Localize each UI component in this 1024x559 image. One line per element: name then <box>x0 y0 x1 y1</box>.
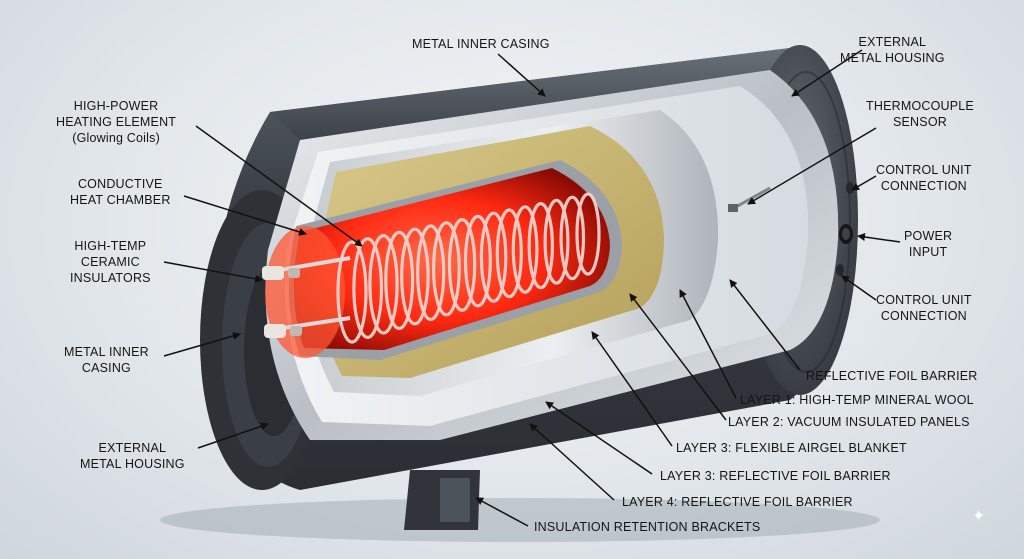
label-layer4: LAYER 4: REFLECTIVE FOIL BARRIER <box>622 494 853 510</box>
label-metal-inner-casing-left: METAL INNER CASING <box>64 344 149 376</box>
label-text: LAYER 2: VACUUM INSULATED PANELS <box>728 415 970 429</box>
label-insulation-retention-brackets: INSULATION RETENTION BRACKETS <box>534 519 760 535</box>
label-layer3-airgel: LAYER 3: FLEXIBLE AIRGEL BLANKET <box>676 440 907 456</box>
label-text: REFLECTIVE FOIL BARRIER <box>806 369 978 383</box>
label-text: LAYER 1: HIGH-TEMP MINERAL WOOL <box>740 393 974 407</box>
leader-heat-chamber <box>183 195 307 236</box>
label-line: SENSOR <box>892 115 947 129</box>
label-line: METAL HOUSING <box>80 457 185 471</box>
label-line: CONNECTION <box>880 179 967 193</box>
sparkle-icon: ✦ <box>972 508 986 525</box>
ceramic-insulator-upper <box>262 266 284 280</box>
leader-thermocouple <box>747 127 877 205</box>
chamber-front-glow <box>265 226 345 358</box>
label-line: HEATING ELEMENT <box>56 115 177 129</box>
coil-turn <box>384 230 415 330</box>
bracket-front-face <box>440 478 470 522</box>
coil-turn <box>336 240 368 344</box>
coil-turn <box>463 214 492 308</box>
leader-ceramic-insulators <box>163 261 263 283</box>
label-line: POWER <box>904 229 953 243</box>
label-external-metal-housing-top: EXTERNAL METAL HOUSING <box>840 34 945 66</box>
label-line: CONDUCTIVE <box>77 177 163 191</box>
label-control-unit-connection-2: CONTROL UNIT CONNECTION <box>876 292 972 324</box>
thermocouple-tip <box>728 204 738 212</box>
insulator-cap-upper <box>288 268 300 278</box>
label-text: INSULATION RETENTION BRACKETS <box>534 520 761 534</box>
label-line: (Glowing Coils) <box>72 131 160 145</box>
leader-lines <box>163 49 901 527</box>
label-layer3-foil: LAYER 3: REFLECTIVE FOIL BARRIER <box>660 468 891 484</box>
leader-metal-inner-casing-top <box>497 53 546 97</box>
coil-turn <box>400 227 430 326</box>
label-line: EXTERNAL <box>98 441 167 455</box>
floor-shadow <box>160 498 880 542</box>
label-control-unit-connection-1: CONTROL UNIT CONNECTION <box>876 162 972 194</box>
coil-turn <box>575 192 601 276</box>
power-socket-core <box>842 228 850 240</box>
label-high-temp-ceramic-insulators: HIGH-TEMP CERAMIC INSULATORS <box>70 238 151 286</box>
coil-turn <box>416 224 446 322</box>
label-line: CONTROL UNIT <box>876 163 972 177</box>
leader-metal-inner-casing-left <box>163 332 241 357</box>
insulator-cap-lower <box>290 326 302 336</box>
leader-layer3-airgel <box>591 331 673 447</box>
coil-turn <box>511 205 539 294</box>
coil-turn <box>527 202 555 290</box>
label-line: HEAT CHAMBER <box>70 193 171 207</box>
label-layer2: LAYER 2: VACUUM INSULATED PANELS <box>728 414 970 430</box>
label-text: METAL INNER CASING <box>412 37 550 51</box>
leader-control-unit-2 <box>841 275 877 301</box>
coil-turn <box>432 221 461 317</box>
label-layer1: LAYER 1: HIGH-TEMP MINERAL WOOL <box>740 392 974 408</box>
label-reflective-foil-barrier: REFLECTIVE FOIL BARRIER <box>806 368 978 384</box>
leader-layer1 <box>679 289 737 399</box>
label-text: LAYER 4: REFLECTIVE FOIL BARRIER <box>622 495 853 509</box>
label-conductive-heat-chamber: CONDUCTIVE HEAT CHAMBER <box>70 176 171 208</box>
label-line: CONTROL UNIT <box>876 293 972 307</box>
control-port-lower <box>836 264 844 276</box>
label-text: LAYER 3: FLEXIBLE AIRGEL BLANKET <box>676 441 907 455</box>
label-line: THERMOCOUPLE <box>866 99 974 113</box>
leader-heating-element <box>195 125 363 247</box>
coil-turn <box>559 195 586 281</box>
leader-brackets <box>475 497 529 527</box>
leader-external-housing-left <box>197 422 269 449</box>
label-line: CONNECTION <box>880 309 967 323</box>
coil-turn <box>447 217 477 312</box>
leader-external-housing-top <box>791 49 863 97</box>
heating-coil <box>336 192 601 344</box>
label-thermocouple-sensor: THERMOCOUPLE SENSOR <box>866 98 974 130</box>
leader-layer2 <box>629 293 727 421</box>
label-power-input: POWER INPUT <box>904 228 952 260</box>
label-external-metal-housing-left: EXTERNAL METAL HOUSING <box>80 440 185 472</box>
label-line: EXTERNAL <box>858 35 927 49</box>
label-metal-inner-casing-top: METAL INNER CASING <box>412 36 550 52</box>
label-line: INPUT <box>908 245 948 259</box>
coil-turn <box>543 198 570 285</box>
leader-power-input <box>857 233 901 243</box>
coil-turn <box>368 233 399 335</box>
label-line: HIGH-POWER <box>73 99 159 113</box>
label-line: INSULATORS <box>70 271 151 285</box>
leader-layer4 <box>529 423 615 501</box>
coil-turn <box>495 208 523 299</box>
coil-turn <box>352 237 384 340</box>
label-text: LAYER 3: REFLECTIVE FOIL BARRIER <box>660 469 891 483</box>
housing-top-band <box>270 48 800 140</box>
label-line: CERAMIC <box>80 255 140 269</box>
label-line: METAL INNER <box>64 345 149 359</box>
label-line: HIGH-TEMP <box>74 239 147 253</box>
ceramic-insulator-lower <box>264 324 286 338</box>
label-high-power-heating-element: HIGH-POWER HEATING ELEMENT (Glowing Coil… <box>56 98 176 146</box>
leader-reflective-foil <box>729 279 801 371</box>
coil-turn <box>479 211 508 303</box>
label-line: METAL HOUSING <box>840 51 945 65</box>
label-line: CASING <box>81 361 131 375</box>
leader-layer3-foil <box>545 401 653 475</box>
control-port-upper <box>846 182 854 194</box>
leader-control-unit-1 <box>851 175 877 191</box>
